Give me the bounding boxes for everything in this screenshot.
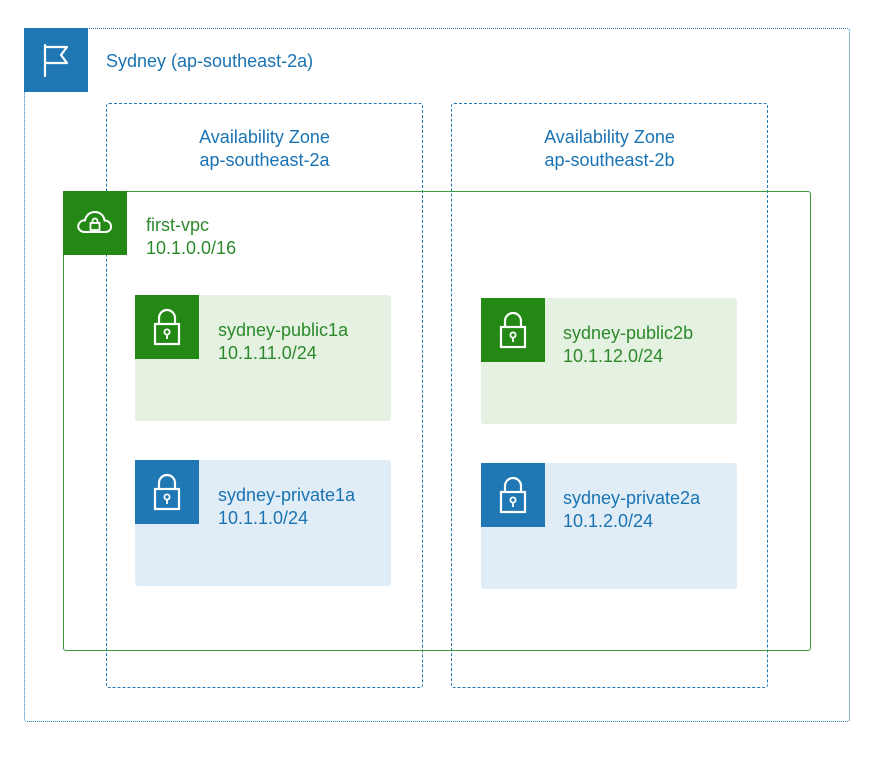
vpc-name: first-vpc xyxy=(146,215,209,235)
subnet-name: sydney-private2a xyxy=(563,488,701,508)
subnet-label-public2b: sydney-public2b 10.1.12.0/24 xyxy=(563,322,693,368)
subnet-name: sydney-public1a xyxy=(218,320,349,340)
az-title: Availability Zone xyxy=(544,127,675,147)
subnet-cidr: 10.1.2.0/24 xyxy=(563,511,654,531)
subnet-cidr: 10.1.1.0/24 xyxy=(218,508,309,528)
az-name: ap-southeast-2b xyxy=(544,150,675,170)
vpc-label: first-vpc 10.1.0.0/16 xyxy=(146,214,236,260)
vpc-group xyxy=(63,191,811,651)
availability-zone-b xyxy=(451,103,768,688)
subnet-label-public1a: sydney-public1a 10.1.11.0/24 xyxy=(218,319,348,365)
subnet-cidr: 10.1.12.0/24 xyxy=(563,346,664,366)
az-title: Availability Zone xyxy=(199,127,330,147)
region-group xyxy=(24,28,850,722)
subnet-label-private1a: sydney-private1a 10.1.1.0/24 xyxy=(218,484,355,530)
vpc-cidr: 10.1.0.0/16 xyxy=(146,238,237,258)
region-label: Sydney (ap-southeast-2a) xyxy=(106,51,314,71)
az-label-b: Availability Zone ap-southeast-2b xyxy=(451,126,768,172)
subnet-name: sydney-public2b xyxy=(563,323,694,343)
subnet-label-private2a: sydney-private2a 10.1.2.0/24 xyxy=(563,487,700,533)
padlock-icon xyxy=(135,460,199,524)
padlock-icon xyxy=(135,295,199,359)
flag-icon xyxy=(24,28,88,92)
cloud-lock-icon xyxy=(63,191,127,255)
az-label-a: Availability Zone ap-southeast-2a xyxy=(106,126,423,172)
subnet-cidr: 10.1.11.0/24 xyxy=(218,343,317,363)
az-name: ap-southeast-2a xyxy=(199,150,330,170)
subnet-name: sydney-private1a xyxy=(218,485,356,505)
availability-zone-a xyxy=(106,103,423,688)
padlock-icon xyxy=(481,463,545,527)
padlock-icon xyxy=(481,298,545,362)
